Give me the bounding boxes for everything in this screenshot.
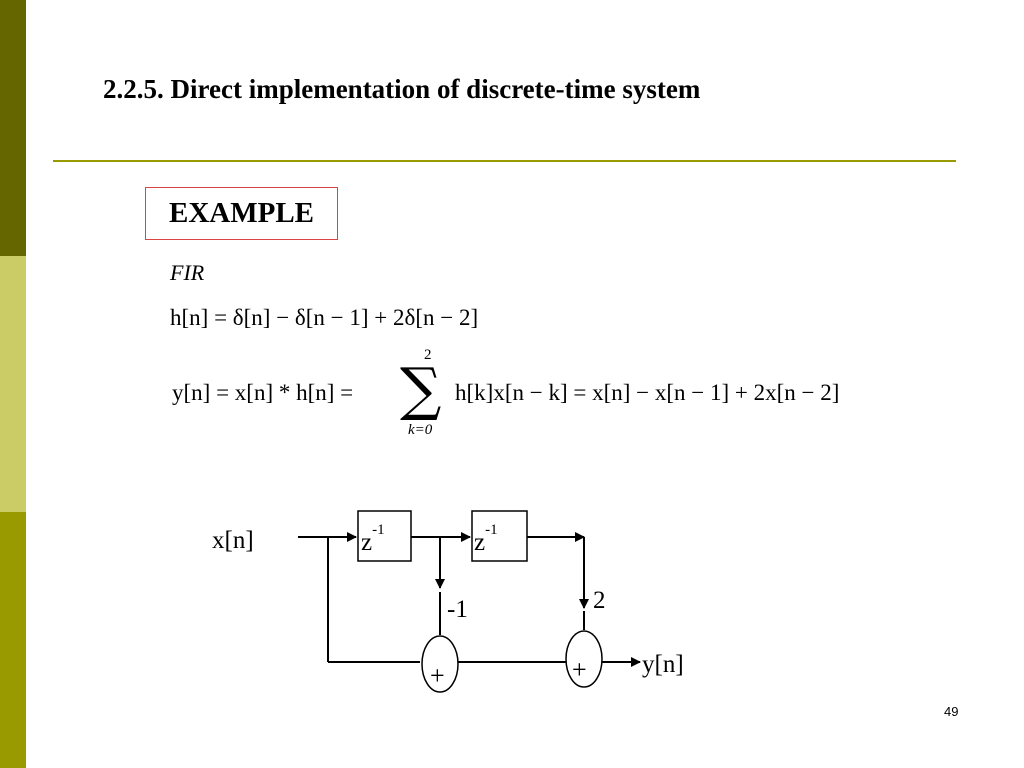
input-signal-label: x[n]: [212, 527, 254, 554]
output-equation-right: h[k]x[n − k] = x[n] − x[n − 1] + 2x[n − …: [455, 380, 840, 405]
delay-2-label: z-1: [474, 522, 498, 556]
sidebar-top-band: [0, 0, 26, 256]
output-equation-left: y[n] = x[n] * h[n] =: [172, 380, 354, 405]
slide-title: 2.2.5. Direct implementation of discrete…: [103, 74, 701, 104]
gain-2-label: 2: [593, 587, 606, 614]
summation-lower-limit: k=0: [408, 422, 433, 438]
gain-1-label: -1: [447, 596, 468, 623]
adder-2-symbol: +: [572, 655, 587, 684]
sidebar-bottom-band: [0, 512, 26, 768]
sidebar-middle-band: [0, 256, 26, 512]
summation-symbol: ∑: [400, 355, 442, 423]
adder-2: [565, 630, 603, 688]
summation-upper-limit: 2: [424, 347, 432, 363]
page-number: 49: [944, 704, 959, 719]
example-label: EXAMPLE: [145, 187, 338, 240]
output-signal-label: y[n]: [642, 651, 684, 678]
filter-type-label: FIR: [170, 260, 205, 285]
adder-1: [421, 635, 459, 693]
adder-1-symbol: +: [430, 661, 445, 690]
delay-1-label: z-1: [361, 522, 385, 556]
impulse-response-equation: h[n] = δ[n] − δ[n − 1] + 2δ[n − 2]: [170, 305, 479, 330]
title-divider: [53, 160, 956, 162]
